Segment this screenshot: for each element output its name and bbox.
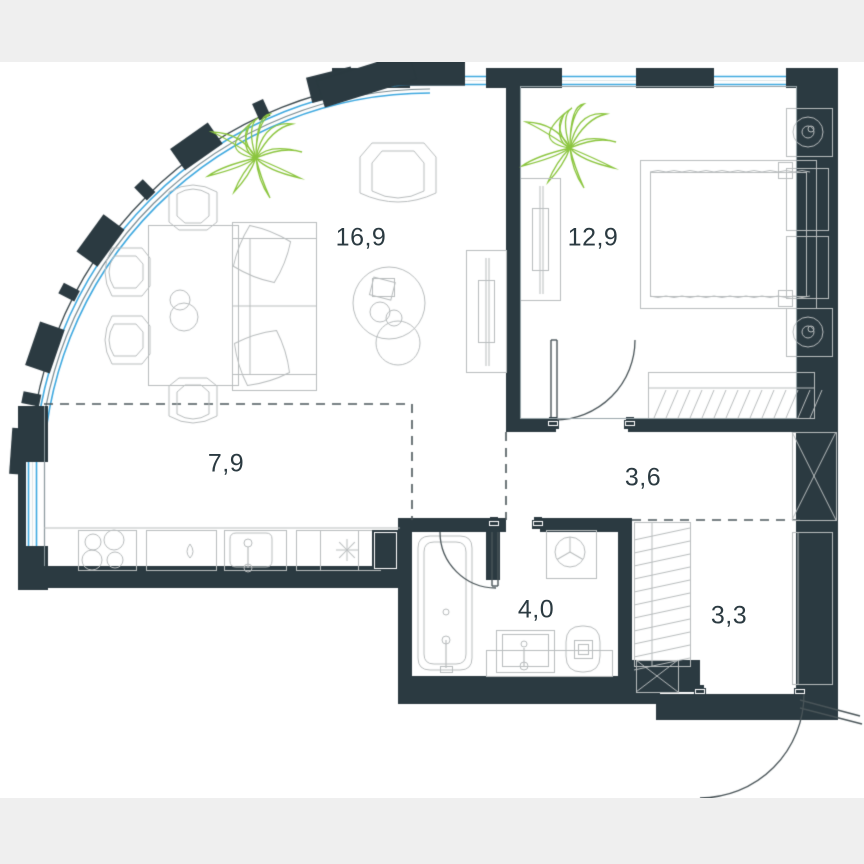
area-label-hallway: 3,6	[624, 463, 662, 492]
bottom-margin-band	[0, 798, 864, 864]
area-label-bathroom: 4,0	[517, 595, 555, 624]
area-label-kitchen: 7,9	[207, 449, 245, 478]
area-label-entry-hall: 3,3	[710, 601, 748, 630]
area-label-bedroom: 12,9	[567, 223, 619, 252]
area-label-living-room: 16,9	[335, 223, 387, 252]
top-margin-band	[0, 0, 864, 62]
